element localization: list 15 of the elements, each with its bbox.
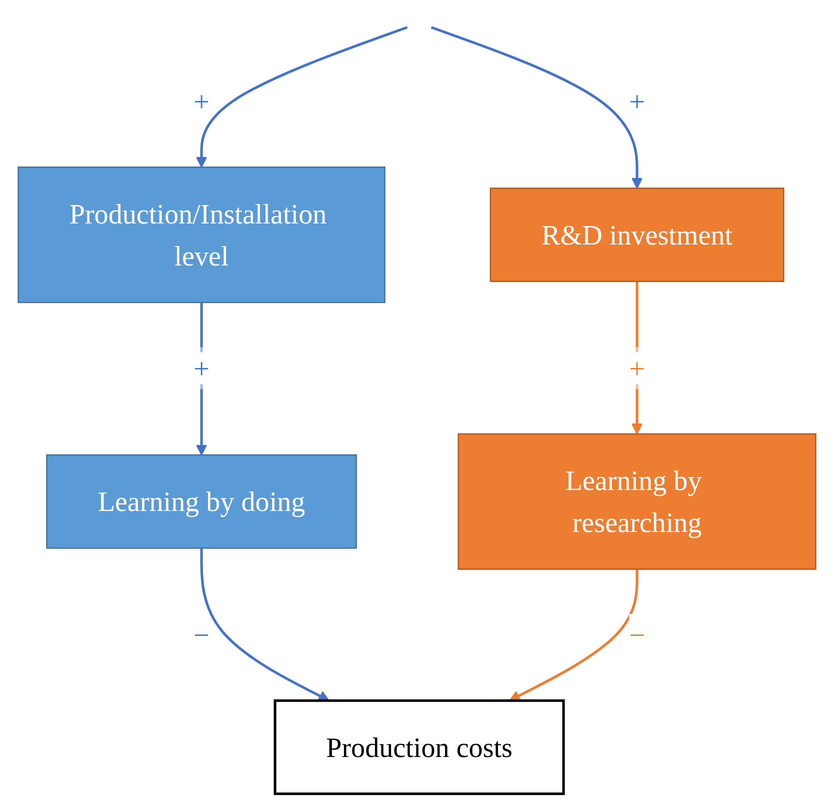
edge-label: + [629, 352, 645, 384]
node-box: R&D investment [490, 188, 784, 282]
arrow [200, 548, 330, 702]
edge-label: − [194, 618, 210, 651]
node-box: Learning by researching [458, 433, 816, 570]
arrow [430, 26, 643, 189]
edge-label: + [194, 86, 210, 118]
arrow [509, 569, 638, 702]
edge-label: + [194, 352, 210, 384]
node-box: Learning by doing [46, 454, 357, 549]
node-box: Production costs [274, 699, 565, 796]
arrow [196, 26, 408, 168]
edge-label: + [629, 86, 645, 118]
edge-label: − [629, 618, 645, 651]
node-box: Production/Installation level [18, 166, 386, 304]
